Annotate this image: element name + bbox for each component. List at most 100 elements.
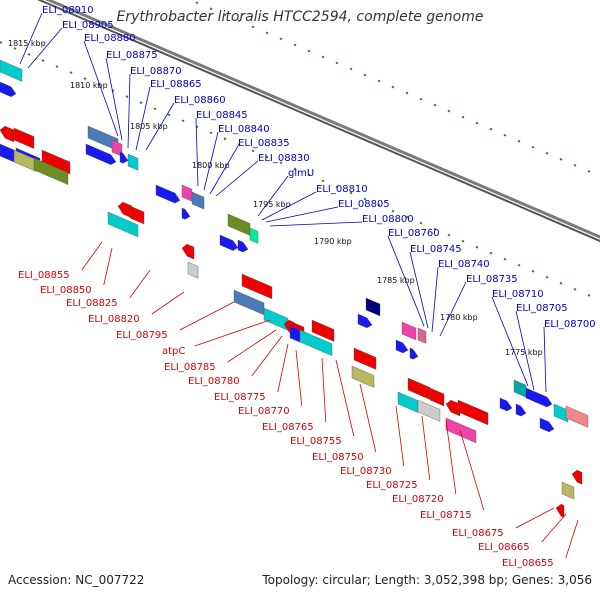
tick-mark xyxy=(587,169,591,173)
forward-gene-label: ELI_08810 xyxy=(316,184,368,195)
tick-mark xyxy=(293,167,297,171)
forward-gene-block xyxy=(417,327,427,344)
tick-mark xyxy=(349,191,353,195)
forward-gene-label: ELI_08710 xyxy=(492,289,544,300)
tick-mark xyxy=(447,109,451,113)
tick-mark xyxy=(237,143,241,147)
forward-gene-arrow xyxy=(219,234,239,251)
tick-mark xyxy=(433,103,437,107)
forward-gene-arrow xyxy=(237,239,249,253)
tick-mark xyxy=(545,275,549,279)
forward-leader-line xyxy=(515,310,535,391)
tick-mark xyxy=(167,113,171,117)
kbp-label: 1815 kbp xyxy=(8,39,46,48)
reverse-gene-block xyxy=(187,261,199,279)
reverse-gene-arrow xyxy=(117,201,133,219)
reverse-gene-block xyxy=(561,481,575,500)
reverse-gene-block xyxy=(33,157,69,185)
reverse-leader-line xyxy=(129,269,151,299)
reverse-gene-label: ELI_08655 xyxy=(502,558,554,569)
reverse-gene-block xyxy=(429,387,445,407)
tick-mark xyxy=(27,53,31,56)
kbp-label: 1780 kbp xyxy=(440,313,478,322)
tick-mark xyxy=(83,77,87,81)
reverse-gene-block xyxy=(417,399,441,422)
tick-mark xyxy=(517,139,521,143)
forward-gene-arrow xyxy=(357,313,373,329)
reverse-gene-label: ELI_08755 xyxy=(290,436,342,447)
forward-gene-block xyxy=(0,59,23,82)
reverse-gene-block xyxy=(407,377,431,400)
reverse-leader-line xyxy=(194,319,271,347)
tick-mark xyxy=(587,293,591,297)
reverse-leader-line xyxy=(359,383,377,453)
forward-gene-label: ELI_08870 xyxy=(130,66,182,77)
forward-gene-label: ELI_08845 xyxy=(196,110,248,121)
tick-mark xyxy=(377,203,381,207)
forward-leader-line xyxy=(261,191,317,221)
forward-gene-arrow xyxy=(85,143,117,165)
forward-gene-label: ELI_08835 xyxy=(238,138,290,149)
tick-mark xyxy=(181,119,185,123)
backbone-line xyxy=(45,0,600,239)
tick-mark xyxy=(489,127,493,131)
kbp-label: 1795 kbp xyxy=(253,200,291,209)
tick-mark xyxy=(307,49,311,53)
reverse-gene-block xyxy=(351,365,375,388)
kbp-label: 1785 kbp xyxy=(377,276,415,285)
tick-mark xyxy=(55,65,59,68)
tick-mark xyxy=(377,79,381,83)
forward-gene-arrow xyxy=(395,339,409,354)
tick-mark xyxy=(503,257,507,261)
reverse-leader-line xyxy=(295,349,303,407)
reverse-gene-label: ELI_08775 xyxy=(214,392,266,403)
reverse-gene-label: ELI_08825 xyxy=(66,298,118,309)
tick-mark xyxy=(349,67,353,71)
forward-gene-arrow xyxy=(525,387,553,408)
forward-leader-line xyxy=(105,57,123,141)
forward-leader-line xyxy=(269,221,363,227)
tick-mark xyxy=(531,145,535,149)
forward-gene-block xyxy=(181,184,193,202)
forward-leader-line xyxy=(491,296,529,387)
reverse-gene-block xyxy=(13,149,37,172)
forward-gene-label: ELI_08735 xyxy=(466,274,518,285)
forward-gene-label: ELI_08805 xyxy=(338,199,390,210)
tick-mark xyxy=(279,37,283,41)
reverse-gene-label: ELI_08720 xyxy=(392,494,444,505)
forward-gene-block xyxy=(401,321,417,341)
reverse-gene-block xyxy=(353,347,377,370)
forward-leader-line xyxy=(257,175,289,217)
reverse-leader-line xyxy=(321,357,327,423)
reverse-leader-line xyxy=(515,507,555,529)
tick-mark xyxy=(279,161,283,165)
reverse-gene-block xyxy=(129,205,145,225)
reverse-gene-label: ELI_08765 xyxy=(262,422,314,433)
reverse-gene-block xyxy=(445,417,477,444)
forward-gene-arrow xyxy=(155,184,181,204)
forward-leader-line xyxy=(439,281,467,337)
reverse-leader-line xyxy=(151,291,185,315)
reverse-gene-label: ELI_08770 xyxy=(238,406,290,417)
forward-gene-label: ELI_08875 xyxy=(106,50,158,61)
forward-gene-label: ELI_08830 xyxy=(258,153,310,164)
tick-mark xyxy=(125,95,129,99)
reverse-gene-label: ELI_08665 xyxy=(478,542,530,553)
reverse-gene-block xyxy=(263,307,289,331)
tick-mark xyxy=(363,73,367,77)
forward-leader-line xyxy=(203,131,219,191)
forward-leader-line xyxy=(265,206,339,223)
forward-leader-line xyxy=(127,73,131,149)
forward-gene-label: ELI_08705 xyxy=(516,303,568,314)
tick-mark xyxy=(559,157,563,161)
reverse-leader-line xyxy=(541,513,567,543)
tick-mark xyxy=(517,263,521,267)
tick-mark xyxy=(447,233,451,237)
forward-gene-label: ELI_08910 xyxy=(42,5,94,16)
tick-mark xyxy=(559,281,563,285)
tick-mark xyxy=(0,41,3,44)
forward-leader-line xyxy=(431,266,439,333)
tick-mark xyxy=(433,227,437,231)
tick-mark xyxy=(475,245,479,249)
tick-mark xyxy=(461,239,465,243)
